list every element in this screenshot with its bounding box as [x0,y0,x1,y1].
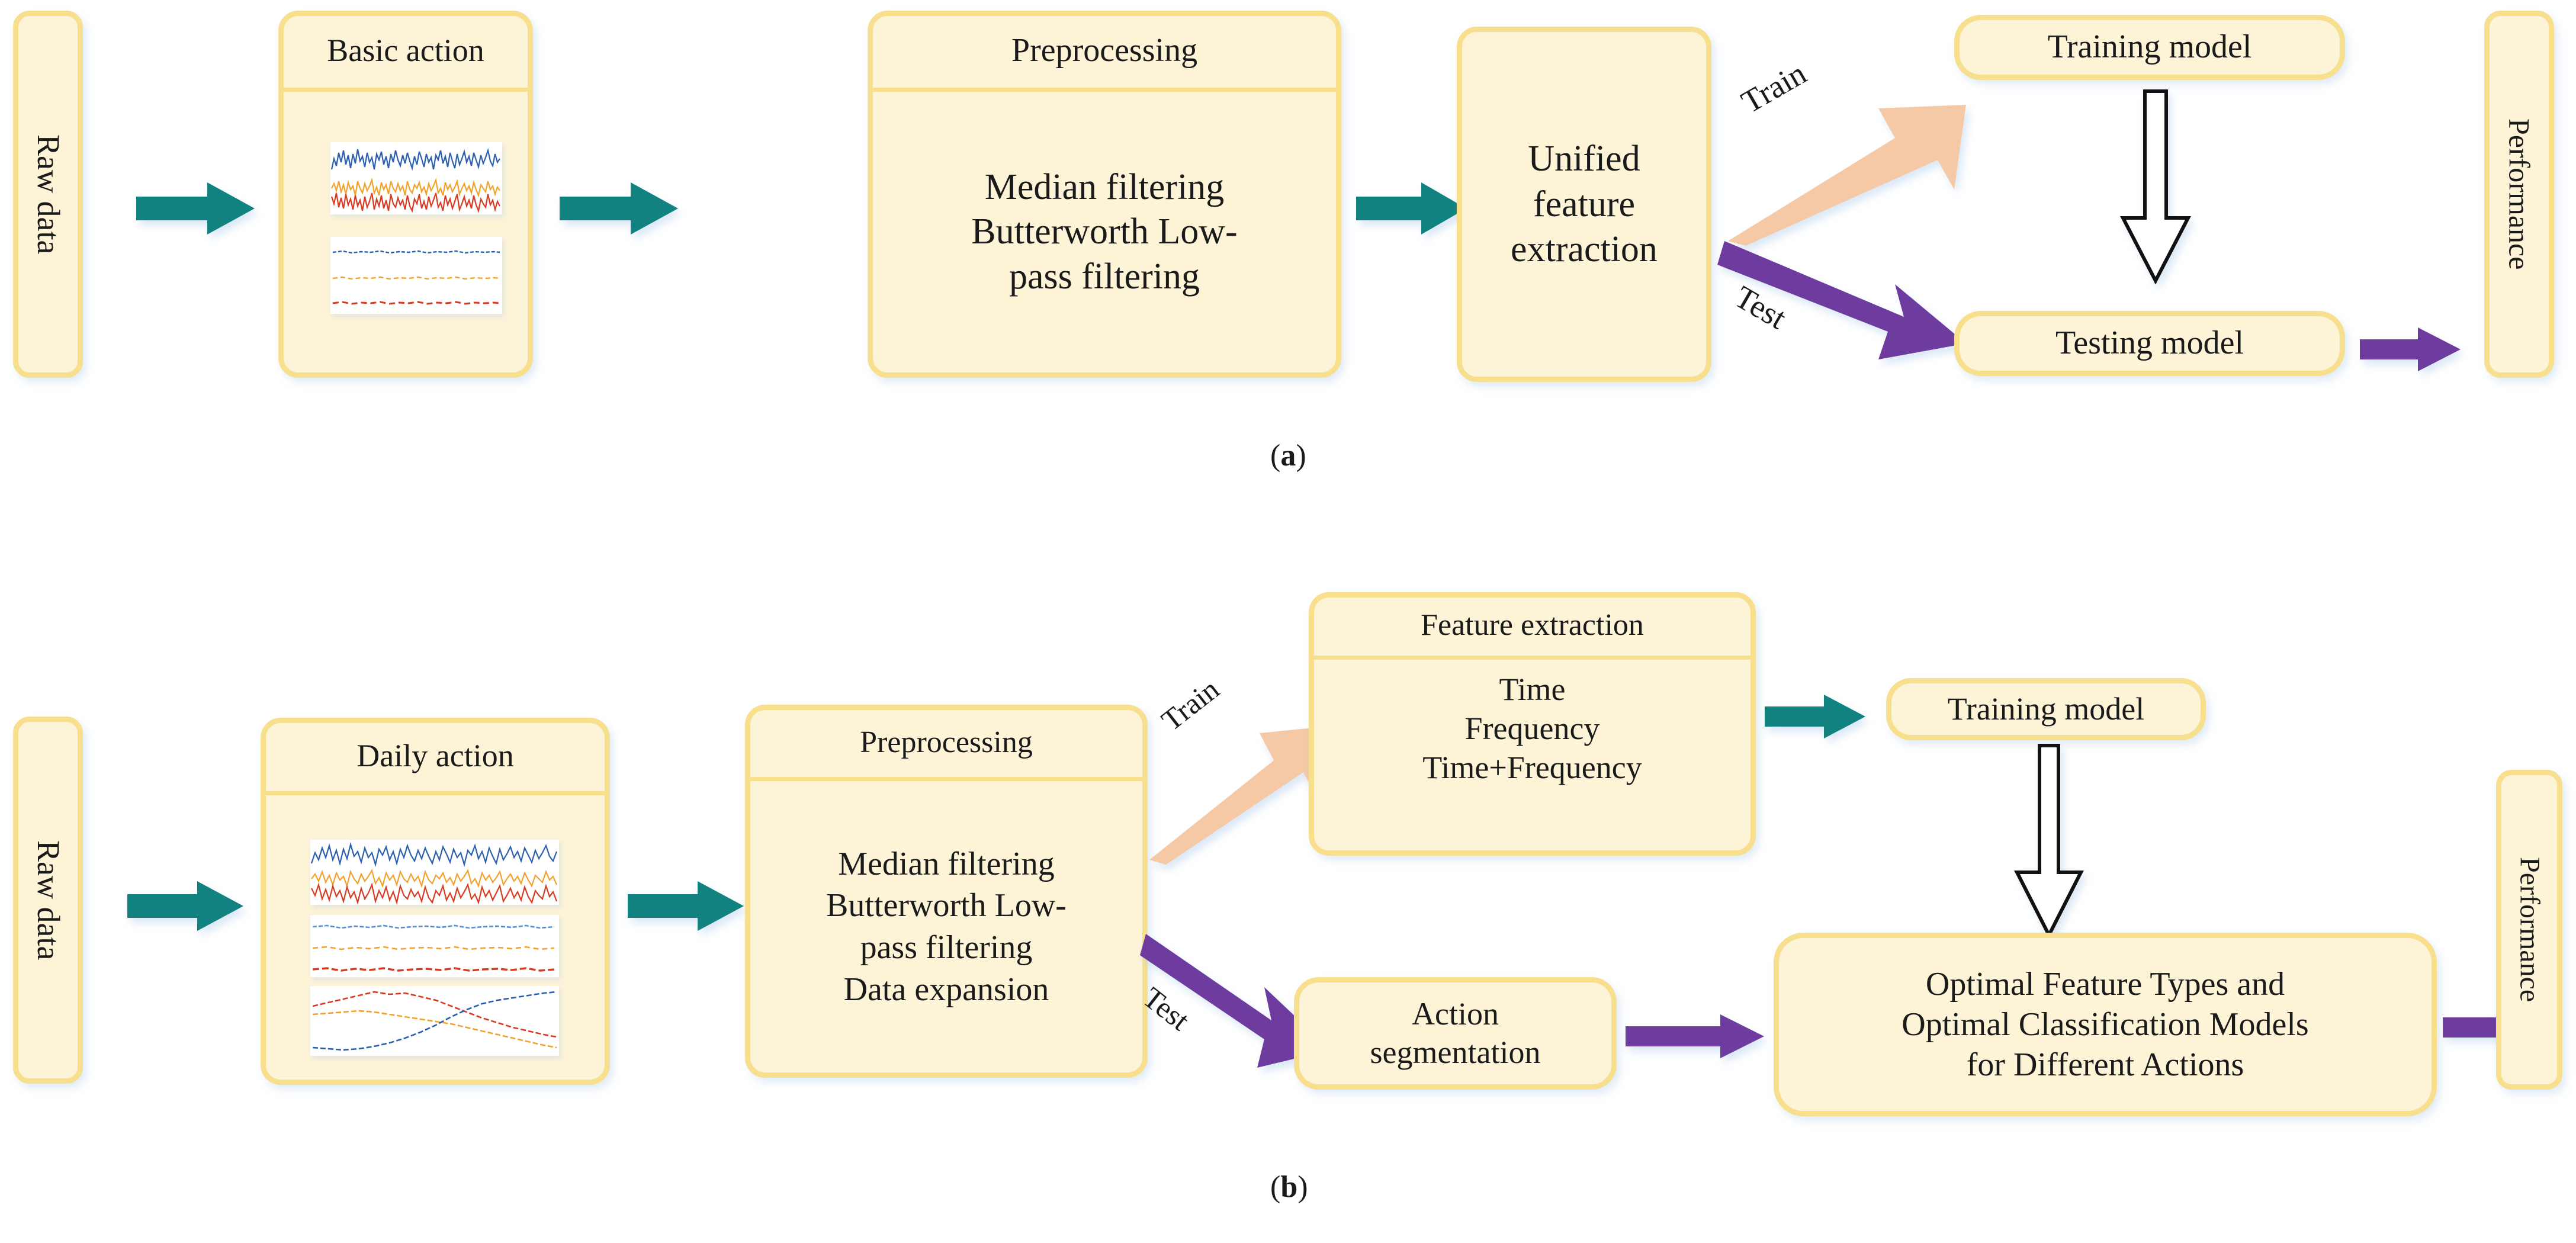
panel-b-feature-line-1: Time [1499,672,1566,707]
panel-a-arrow-basic-to-preprocessing [560,182,678,235]
panel-b-arrow-test [1140,934,1331,1068]
panel-a-basic-action-header-row: Basic action [284,16,528,92]
panel-b-feature-header: Feature extraction [1421,608,1644,643]
panel-a-basic-action-body [284,92,528,372]
panel-a-caption: (a) [1270,438,1306,473]
panel-b-caption: (b) [1270,1170,1308,1205]
panel-a-caption-close: ) [1296,439,1306,473]
panel-b-daily-action-header-row: Daily action [266,723,605,795]
panel-b-feature-header-row: Feature extraction [1314,598,1750,660]
panel-a-raw-data-label: Raw data [30,134,66,255]
panel-b-node-training-model[interactable]: Training model [1886,678,2206,740]
panel-a-training-model-label: Training model [2047,28,2252,66]
panel-b-node-action-segmentation[interactable]: Action segmentation [1294,977,1617,1090]
panel-b-preprocessing-line-1: Median filtering [838,845,1055,882]
panel-b-optimal-line-1: Optimal Feature Types and [1925,965,2285,1003]
panel-b-caption-letter: b [1280,1170,1298,1204]
panel-b-node-optimal-models[interactable]: Optimal Feature Types and Optimal Classi… [1774,933,2437,1116]
panel-b-caption-close: ) [1297,1170,1308,1204]
panel-a-unified-line-1: Unified [1528,138,1640,179]
panel-b-optimal-line-3: for Different Actions [1966,1046,2244,1084]
panel-b-feature-line-3: Time+Frequency [1422,749,1642,785]
panel-b-preprocessing-line-4: Data expansion [843,971,1049,1008]
panel-b-preprocessing-header-row: Preprocessing [750,710,1142,781]
panel-a-unified-line-3: extraction [1511,229,1658,270]
panel-a-node-unified-feature-extraction[interactable]: Unified feature extraction [1457,27,1711,382]
panel-a-preprocessing-header-row: Preprocessing [873,16,1336,92]
panel-b-preprocessing-line-3: pass filtering [860,929,1033,966]
panel-b-caption-open: ( [1270,1170,1281,1204]
panel-b-trend-signal-chart [310,986,559,1056]
panel-b-noisy-signal-chart [310,840,559,905]
panel-a-preprocessing-line-1: Median filtering [984,166,1225,207]
panel-b-arrow-training-to-optimal-hollow [2014,744,2084,939]
panel-b-action-seg-line-2: segmentation [1370,1035,1541,1070]
panel-a-arrow-training-to-testing-hollow [2120,89,2191,284]
panel-a-node-raw-data[interactable]: Raw data [13,11,83,378]
panel-a-testing-model-label: Testing model [2055,325,2244,362]
panel-a-node-preprocessing[interactable]: Preprocessing Median filtering Butterwor… [868,11,1341,378]
panel-b-raw-data-label: Raw data [30,840,66,961]
panel-a-node-training-model[interactable]: Training model [1954,15,2345,80]
panel-b-preprocessing-line-2: Butterworth Low- [826,887,1067,924]
panel-a-node-performance[interactable]: Performance [2484,11,2554,378]
panel-a-caption-letter: a [1280,439,1296,473]
panel-b-preprocessing-body: Median filtering Butterworth Low- pass f… [750,781,1142,1072]
panel-a-preprocessing-line-3: pass filtering [1009,256,1200,297]
panel-a-arrow-preprocessing-to-unified [1356,182,1466,235]
panel-b-action-seg-line-1: Action [1412,996,1499,1032]
panel-a-caption-open: ( [1270,439,1281,473]
panel-b-feature-body: Time Frequency Time+Frequency [1314,660,1750,850]
panel-b-arrow-daily-to-preprocessing [628,881,744,931]
panel-a-arrow-test [1717,241,1966,359]
panel-a-basic-action-header: Basic action [327,32,484,68]
panel-b-arrow-train [1149,726,1331,865]
panel-a-arrow-testing-to-performance [2360,327,2461,371]
panel-a-preprocessing-header: Preprocessing [1011,31,1198,69]
panel-b-node-performance[interactable]: Performance [2496,770,2562,1090]
panel-a-flat-signal-chart [330,237,502,314]
panel-b-node-raw-data[interactable]: Raw data [13,717,83,1084]
panel-b-training-model-label: Training model [1947,690,2145,727]
panel-a-node-testing-model[interactable]: Testing model [1954,311,2345,376]
panel-b-optimal-line-2: Optimal Classification Models [1902,1006,2309,1043]
panel-b-preprocessing-header: Preprocessing [860,725,1033,759]
panel-a-arrow-raw-to-basic [136,182,255,235]
panel-b-arrow-raw-to-daily [127,881,243,931]
panel-b-flat-signal-chart [310,915,559,977]
panel-a-unified-line-2: feature [1533,184,1636,224]
panel-b-feature-line-2: Frequency [1464,710,1600,746]
panel-b-performance-label: Performance [2514,857,2546,1003]
panel-a-noisy-signal-chart [330,142,502,214]
panel-a-preprocessing-body: Median filtering Butterworth Low- pass f… [873,92,1336,372]
panel-b-arrow-segmentation-to-optimal [1626,1014,1764,1058]
panel-a-preprocessing-line-2: Butterworth Low- [971,211,1238,252]
panel-a-performance-label: Performance [2503,118,2536,270]
panel-b-daily-action-header: Daily action [356,737,514,773]
panel-b-arrow-feature-to-training [1765,695,1865,738]
panel-b-node-feature-extraction[interactable]: Feature extraction Time Frequency Time+F… [1309,592,1756,856]
panel-b-node-preprocessing[interactable]: Preprocessing Median filtering Butterwor… [745,705,1148,1078]
panel-a-arrow-train [1728,105,1966,246]
